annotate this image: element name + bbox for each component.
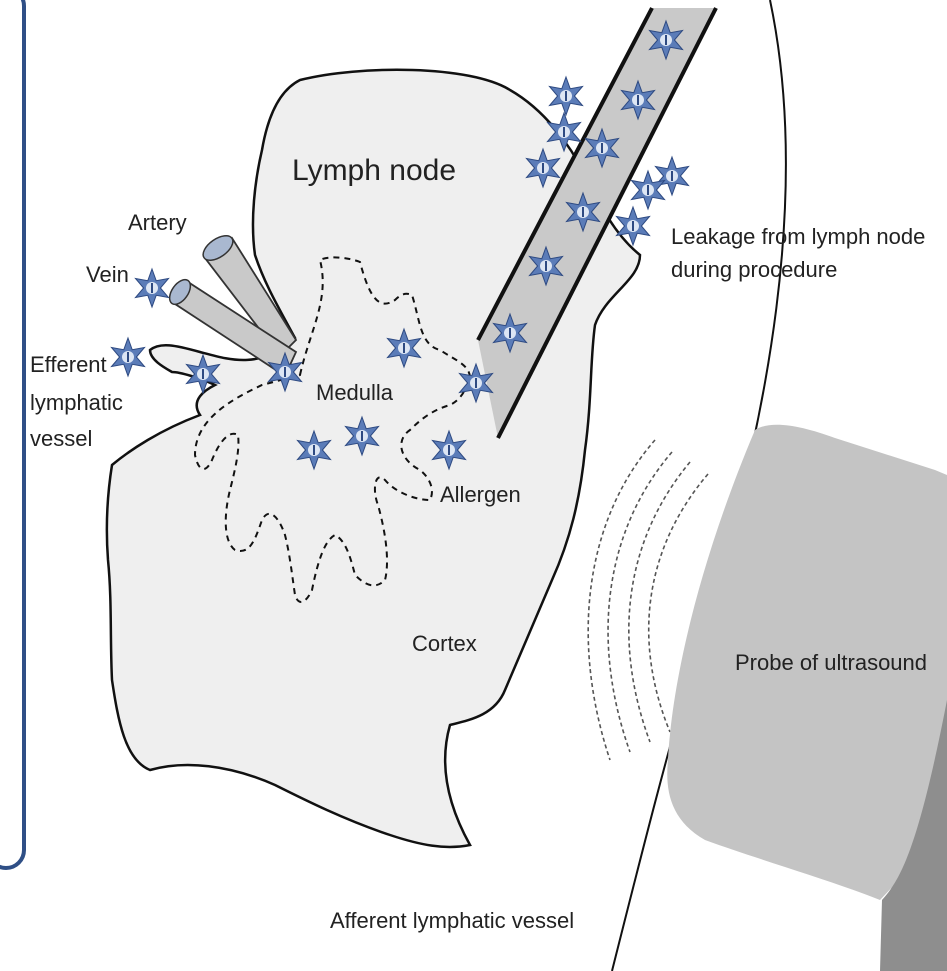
probe-label: Probe of ultrasound xyxy=(735,650,927,675)
vein-label: Vein xyxy=(86,262,129,287)
ultrasound-probe xyxy=(667,425,947,971)
efferent-label-line2: lymphatic xyxy=(30,390,123,415)
efferent-label-line1: Efferent xyxy=(30,352,107,377)
leakage-label-line2: during procedure xyxy=(671,257,837,282)
cortex-label: Cortex xyxy=(412,631,477,656)
allergen-star-icon xyxy=(136,269,169,307)
left-frame xyxy=(0,0,24,868)
leakage-label-line1: Leakage from lymph node xyxy=(671,224,925,249)
allergen-star-icon xyxy=(112,338,145,376)
artery-label: Artery xyxy=(128,210,187,235)
afferent-label: Afferent lymphatic vessel xyxy=(330,908,574,933)
allergen-label: Allergen xyxy=(440,482,521,507)
lymph-node-label: Lymph node xyxy=(292,154,456,187)
medulla-label: Medulla xyxy=(316,380,394,405)
efferent-label-line3: vessel xyxy=(30,426,92,451)
allergen-star-icon xyxy=(632,171,665,209)
allergen-star-icon xyxy=(656,157,689,195)
allergen-star-icon xyxy=(550,77,583,115)
